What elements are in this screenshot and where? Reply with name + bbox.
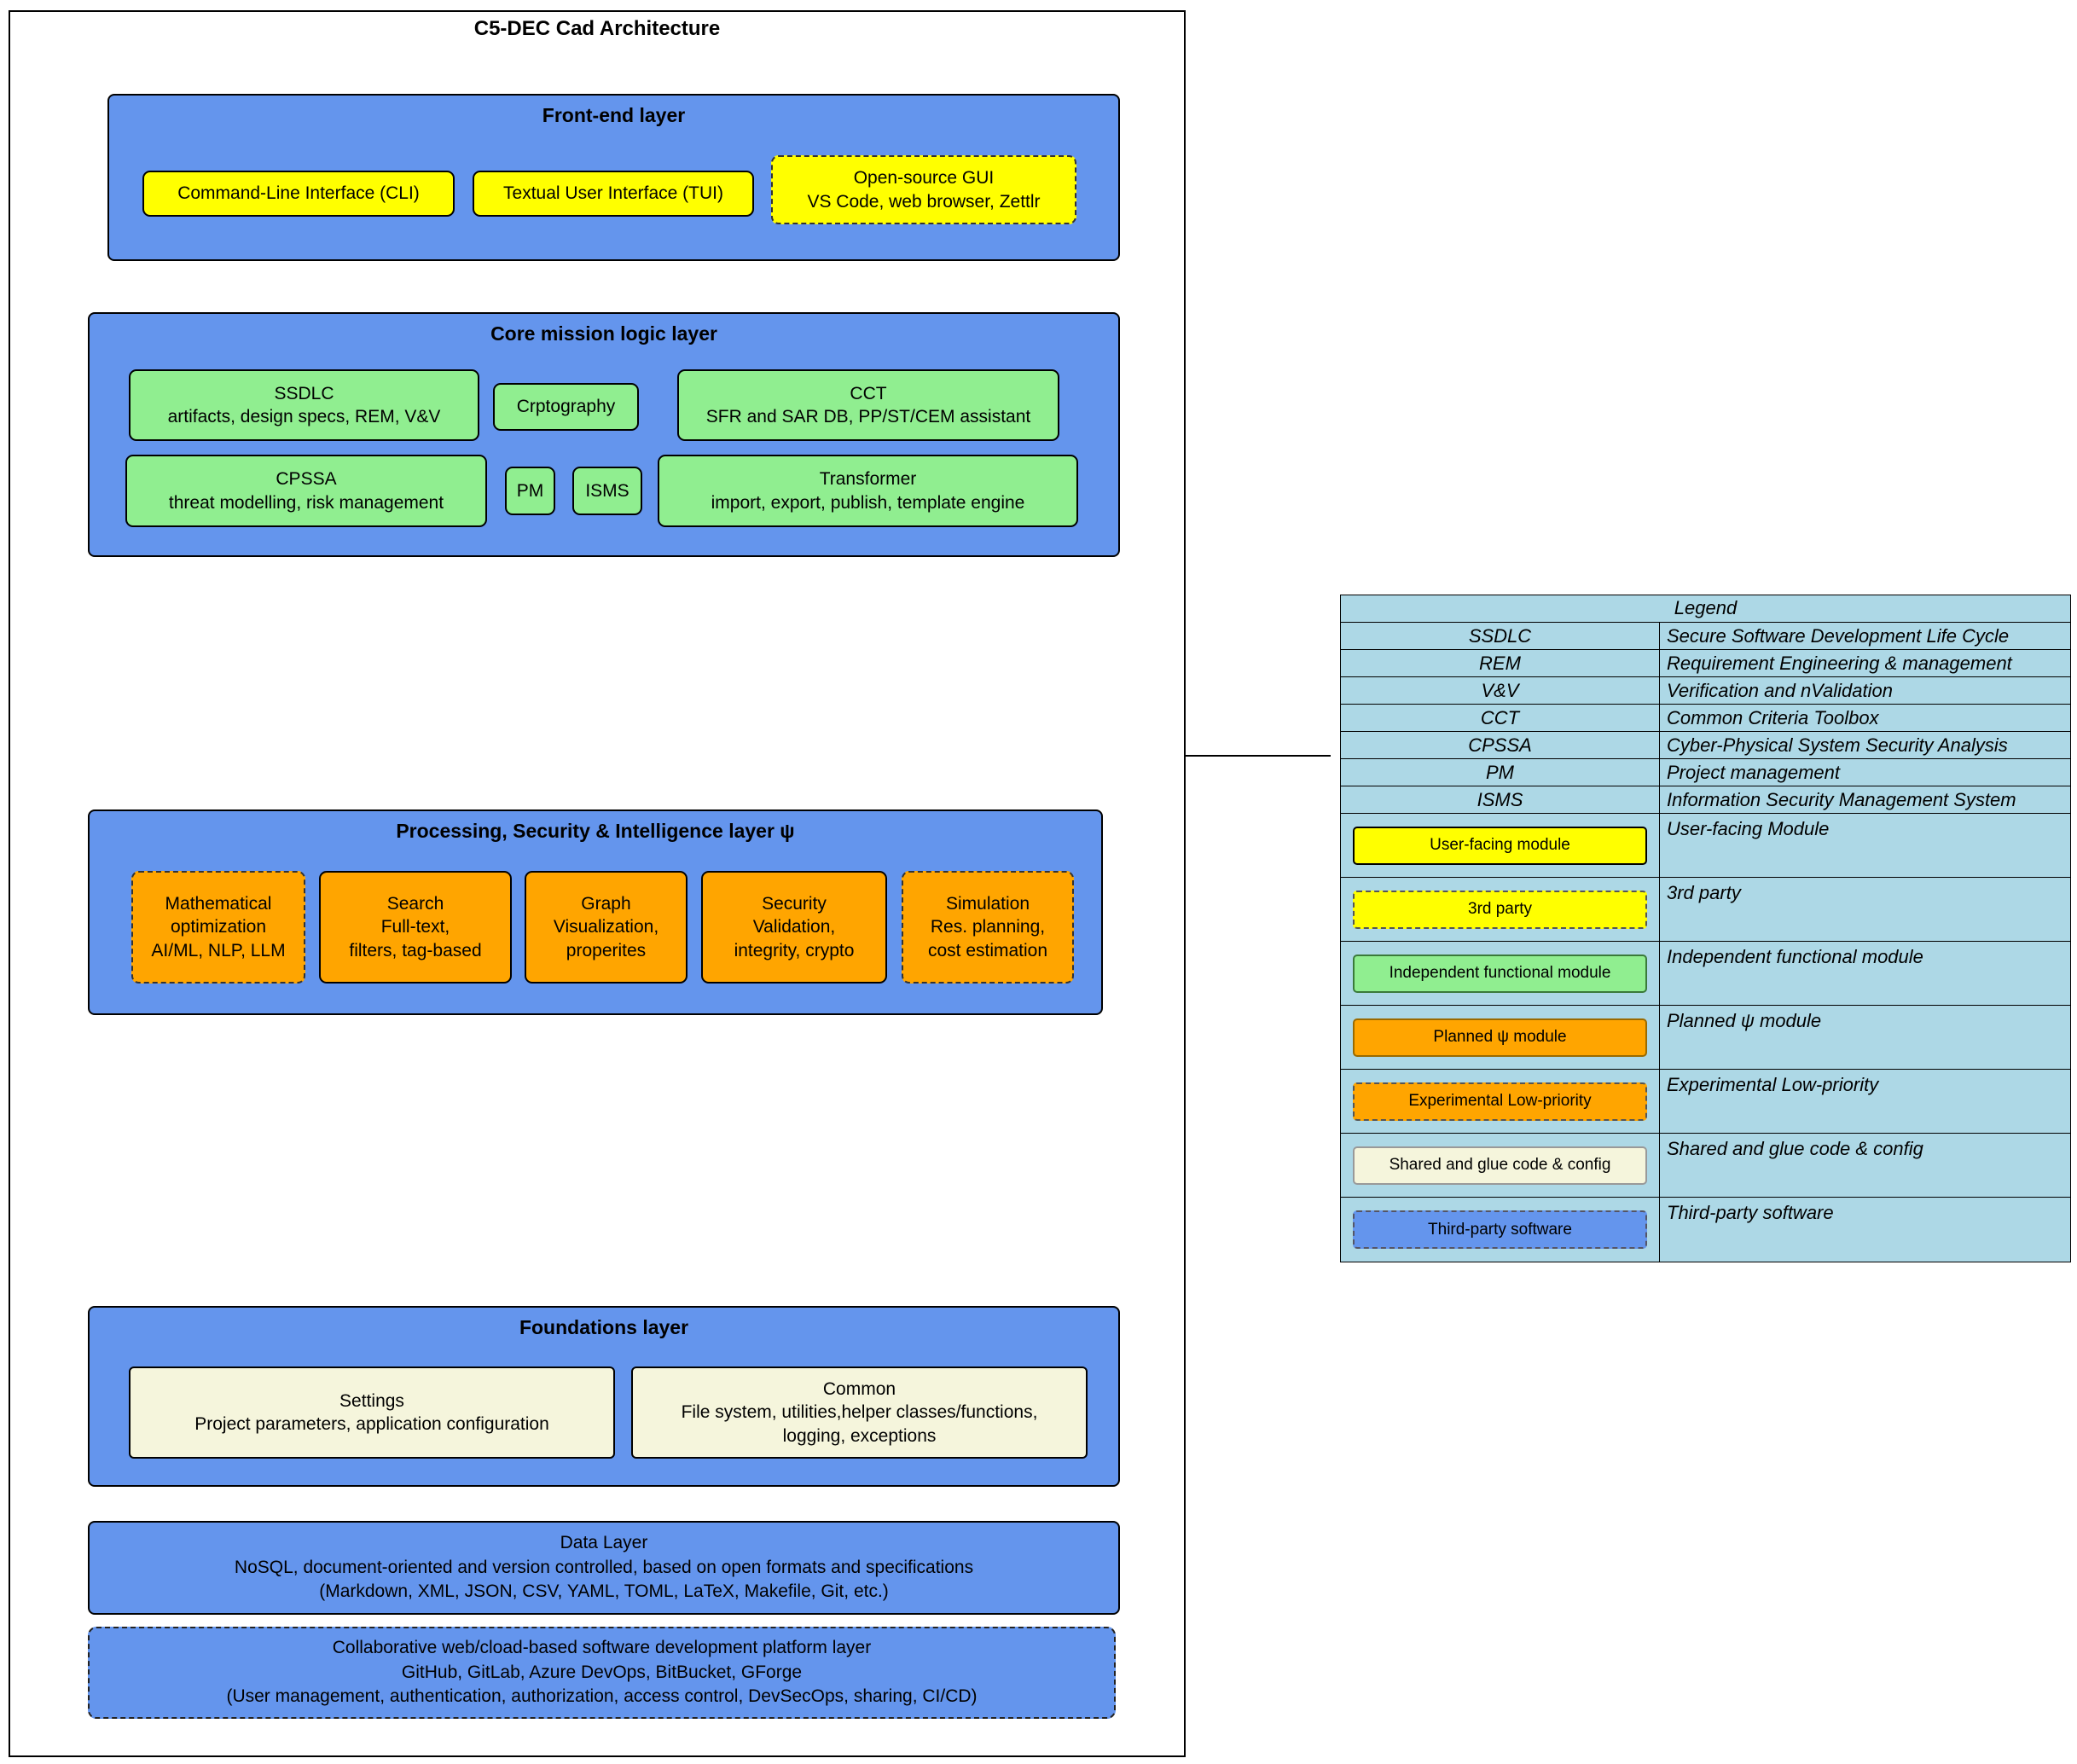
cpssa-module: CPSSA threat modelling, risk management [125,455,487,527]
legend-sample-user-facing-module: User-facing module [1353,826,1647,865]
frontend-layer: Front-end layer Command-Line Interface (… [107,94,1120,261]
legend-sample-experimental: Experimental Low-priority [1353,1082,1647,1121]
legend-definition: User-facing Module [1667,818,1830,839]
legend-definition: Independent functional module [1667,946,1923,967]
legend-definition: Planned ψ module [1667,1010,1822,1031]
legend-definition: Secure Software Development Life Cycle [1667,625,2010,647]
collaborative-platform-layer: Collaborative web/cload-based software d… [88,1627,1116,1719]
simulation-module: Simulation Res. planning, cost estimatio… [902,871,1074,984]
legend-sample-row-experimental: Experimental Low-priority Experimental L… [1341,1070,2070,1134]
legend-abbr: REM [1341,650,1660,676]
legend-definition: Cyber-Physical System Security Analysis [1667,734,2008,756]
security-module: Security Validation, integrity, crypto [701,871,887,984]
legend-sample-third-party-software: Third-party software [1353,1210,1647,1249]
cryptography-module: Crptography [493,383,639,431]
legend-definition: Verification and nValidation [1667,680,1893,701]
legend-sample-shared-glue: Shared and glue code & config [1353,1146,1647,1185]
legend-connector-line [1186,755,1331,757]
foundations-layer-title: Foundations layer [519,1316,689,1338]
graph-module: Graph Visualization, properites [525,871,687,984]
legend-definition: Common Criteria Toolbox [1667,707,1879,728]
core-layer-title: Core mission logic layer [490,322,717,345]
cli-module: Command-Line Interface (CLI) [142,171,455,217]
legend-term-row-pm: PM Project management [1341,759,2070,786]
transformer-module: Transformer import, export, publish, tem… [658,455,1078,527]
legend-sample-independent-module: Independent functional module [1353,954,1647,993]
legend-sample-row-shared: Shared and glue code & config Shared and… [1341,1134,2070,1198]
legend-abbr: CPSSA [1341,732,1660,758]
legend-sample-row-third-party-software: Third-party software Third-party softwar… [1341,1198,2070,1262]
legend-definition: Requirement Engineering & management [1667,653,2012,674]
legend-abbr: ISMS [1341,786,1660,813]
search-module: Search Full-text, filters, tag-based [319,871,512,984]
legend-definition: Project management [1667,762,1840,783]
legend-term-row-isms: ISMS Information Security Management Sys… [1341,786,2070,814]
processing-security-intelligence-layer: Processing, Security & Intelligence laye… [88,809,1103,1015]
tui-module: Textual User Interface (TUI) [473,171,754,217]
isms-module: ISMS [572,467,642,515]
ssdlc-module: SSDLC artifacts, design specs, REM, V&V [129,369,479,441]
open-source-gui-module: Open-source GUI VS Code, web browser, Ze… [771,155,1076,224]
foundations-layer: Foundations layer Settings Project param… [88,1306,1120,1487]
legend-table: Legend SSDLC Secure Software Development… [1340,595,2071,1262]
legend-definition: 3rd party [1667,882,1741,903]
processing-layer-title: Processing, Security & Intelligence laye… [396,820,795,842]
legend-sample-row-user-facing: User-facing module User-facing Module [1341,814,2070,878]
frontend-layer-title: Front-end layer [542,104,686,126]
common-module: Common File system, utilities,helper cla… [631,1367,1088,1459]
settings-module: Settings Project parameters, application… [129,1367,615,1459]
pm-module: PM [505,467,555,515]
cct-module: CCT SFR and SAR DB, PP/ST/CEM assistant [677,369,1059,441]
data-layer: Data Layer NoSQL, document-oriented and … [88,1521,1120,1615]
legend-term-row-ssdlc: SSDLC Secure Software Development Life C… [1341,623,2070,650]
legend-sample-planned-module: Planned ψ module [1353,1018,1647,1057]
legend-definition: Shared and glue code & config [1667,1138,1923,1159]
diagram-title: C5-DEC Cad Architecture [473,17,721,40]
legend-term-row-rem: REM Requirement Engineering & management [1341,650,2070,677]
legend-sample-row-independent: Independent functional module Independen… [1341,942,2070,1006]
legend-sample-3rd-party: 3rd party [1353,890,1647,929]
legend-abbr: CCT [1341,705,1660,731]
legend-definition: Information Security Management System [1667,789,2016,810]
legend-definition: Experimental Low-priority [1667,1074,1879,1095]
core-mission-logic-layer: Core mission logic layer SSDLC artifacts… [88,312,1120,557]
legend-term-row-cpssa: CPSSA Cyber-Physical System Security Ana… [1341,732,2070,759]
legend-term-row-vv: V&V Verification and nValidation [1341,677,2070,705]
legend-term-row-cct: CCT Common Criteria Toolbox [1341,705,2070,732]
legend-title: Legend [1341,595,2070,623]
legend-definition: Third-party software [1667,1202,1834,1223]
legend-sample-row-planned: Planned ψ module Planned ψ module [1341,1006,2070,1070]
legend-sample-row-3rd-party: 3rd party 3rd party [1341,878,2070,942]
legend-abbr: SSDLC [1341,623,1660,649]
mathematical-optimization-module: Mathematical optimization AI/ML, NLP, LL… [131,871,305,984]
legend-abbr: V&V [1341,677,1660,704]
legend-abbr: PM [1341,759,1660,786]
